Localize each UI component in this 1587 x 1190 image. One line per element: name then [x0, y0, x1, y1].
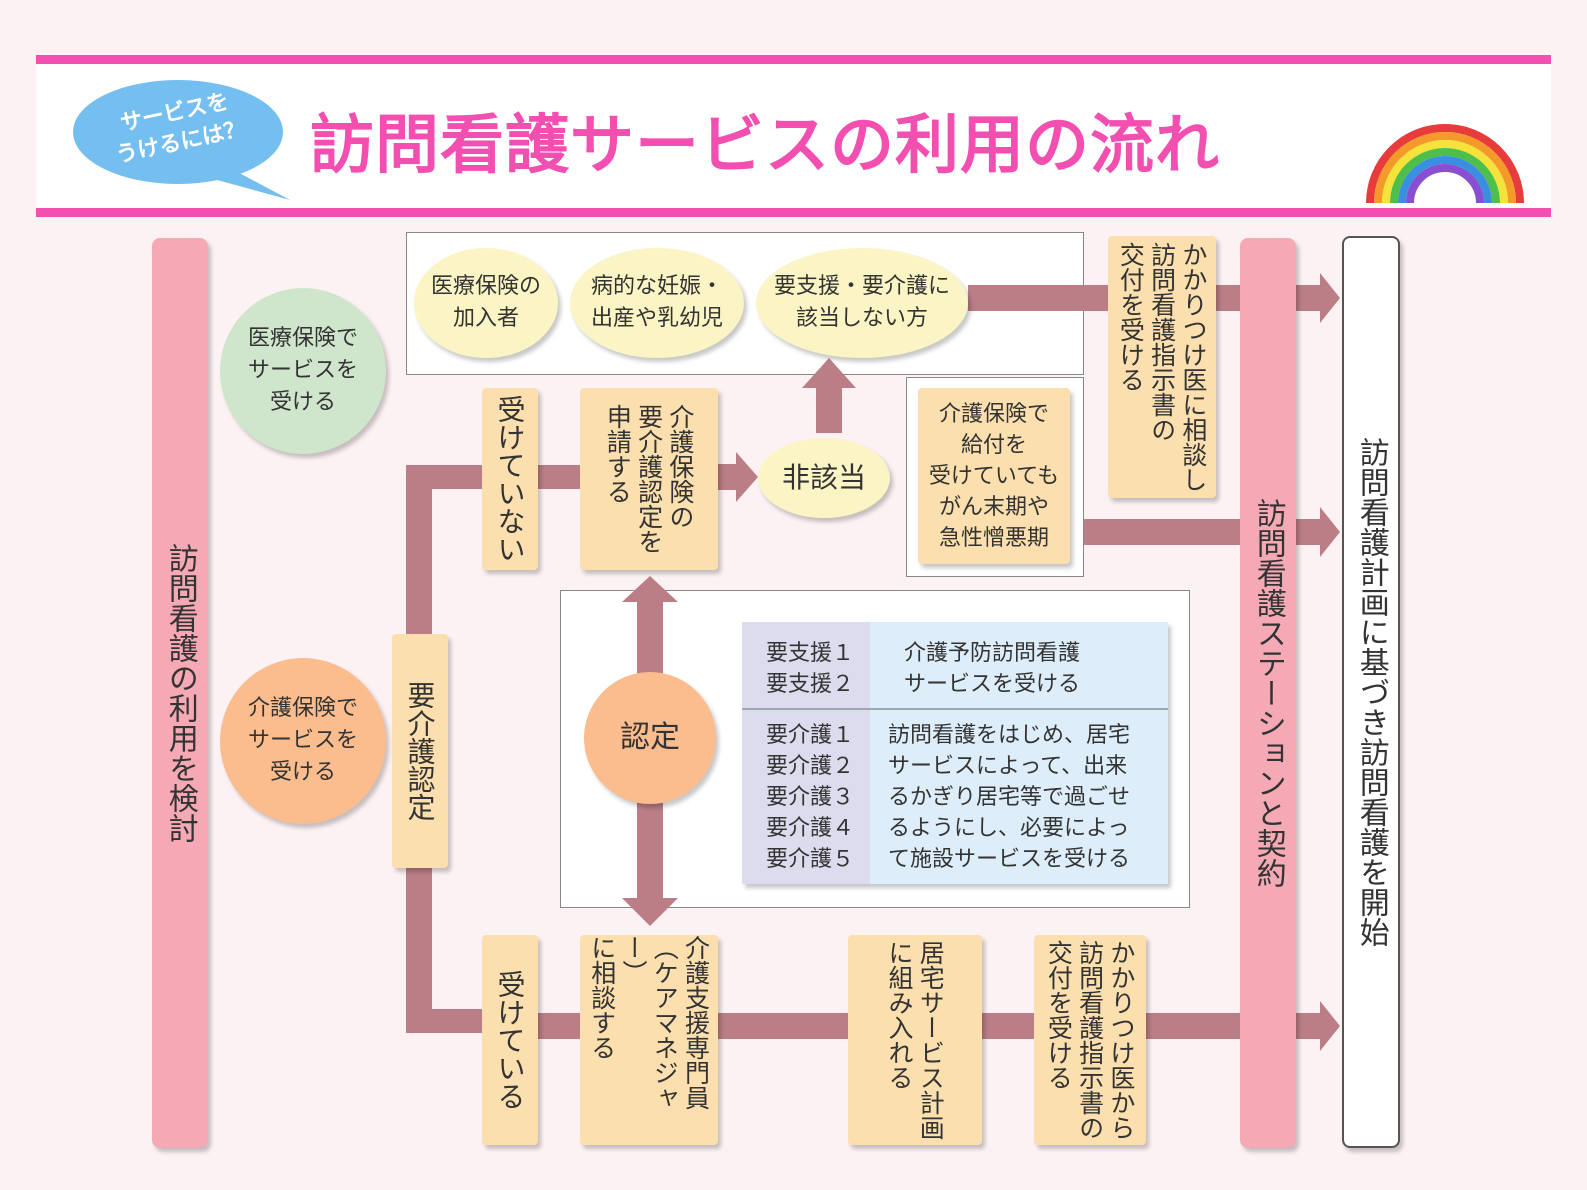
oval-pregnancy: 病的な妊娠・ 出産や乳幼児 [570, 248, 744, 358]
care-manager-box: 介護支援専門員 （ケアマネジャー） に相談する [580, 935, 718, 1145]
apply-certification-label: 介護保険の 要介護認定を 申請する [603, 404, 695, 554]
doctor-bottom-label: かかりつけ医から 訪問看護指示書の 交付を受ける [1044, 940, 1136, 1140]
not-received-box: 受けていない [482, 388, 538, 570]
circle-medical-label: 医療保険で サービスを 受ける [247, 326, 358, 415]
oval-pregnancy-label: 病的な妊娠・ 出産や乳幼児 [590, 274, 723, 331]
service-plan-box: 居宅サービス計画 に組み入れる [848, 935, 982, 1145]
higaitou-oval: 非該当 [758, 438, 890, 518]
levels-table: 要支援１ 要支援２ 介護予防訪問看護 サービスを受ける 要介護１ 要介護２ 要介… [742, 622, 1168, 884]
header-bottom-line [36, 208, 1551, 217]
table-divider [742, 708, 1168, 710]
support-levels: 要支援１ 要支援２ [766, 641, 855, 697]
care-description: 訪問看護をはじめ、居宅 サービスによって、出来 るかぎり居宅等で過ごせ るように… [888, 723, 1131, 872]
apply-certification-box: 介護保険の 要介護認定を 申請する [580, 388, 718, 570]
levels-left-column [742, 622, 870, 884]
page-title: 訪問看護サービスの利用の流れ [310, 109, 1220, 183]
rainbow-icon [1366, 124, 1524, 204]
doctor-consult-top-box: かかりつけ医に相談し 訪問看護指示書の 交付を受ける [1108, 236, 1216, 498]
oval-not-applicable: 要支援・要介護に 該当しない方 [756, 248, 968, 358]
higaitou-label: 非該当 [781, 461, 866, 494]
nintei-circle: 認定 [584, 672, 716, 804]
doctor-bottom-box: かかりつけ医から 訪問看護指示書の 交付を受ける [1034, 935, 1146, 1145]
start-visit-bar: 訪問看護計画に基づき訪問看護を開始 [1342, 236, 1400, 1148]
oval-not-applicable-label: 要支援・要介護に 該当しない方 [773, 274, 950, 331]
service-plan-label: 居宅サービス計画 に組み入れる [885, 940, 946, 1140]
care-levels: 要介護１ 要介護２ 要介護３ 要介護４ 要介護５ [766, 723, 855, 872]
speech-bubble-icon [73, 80, 290, 200]
circle-medical-insurance: 医療保険で サービスを 受ける [220, 288, 386, 454]
nintei-label: 認定 [620, 720, 680, 755]
header-banner [36, 64, 1551, 210]
circle-care-insurance: 介護保険で サービスを 受ける [220, 658, 386, 824]
doctor-consult-top-label: かかりつけ医に相談し 訪問看護指示書の 交付を受ける [1116, 242, 1208, 492]
kaigo-benefit-label: 介護保険で 給付を 受けていても がん末期や 急性憎悪期 [928, 401, 1060, 551]
station-contract-bar: 訪問看護ステーションと契約 [1240, 238, 1296, 1148]
kaigo-benefit-box: 介護保険で 給付を 受けていても がん末期や 急性憎悪期 [918, 388, 1070, 564]
support-description: 介護予防訪問看護 サービスを受ける [904, 641, 1081, 697]
oval-insured: 医療保険の 加入者 [414, 248, 558, 358]
left-bar-consider: 訪問看護の利用を検討 [152, 238, 208, 1148]
youkaigo-nintei-box: 要介護認定 [392, 634, 448, 868]
received-box: 受けている [482, 935, 538, 1145]
oval-insured-label: 医療保険の 加入者 [430, 274, 541, 331]
circle-care-label: 介護保険で サービスを 受ける [247, 696, 358, 785]
care-manager-label: 介護支援専門員 （ケアマネジャー） に相談する [587, 935, 711, 1110]
header-top-line [36, 55, 1551, 64]
